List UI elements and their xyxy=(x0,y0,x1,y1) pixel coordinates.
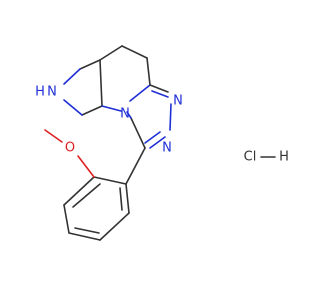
bond xyxy=(126,111,132,119)
bond xyxy=(63,204,70,234)
salt-label-h: H xyxy=(279,150,289,165)
bond xyxy=(77,155,95,178)
bond xyxy=(144,131,161,144)
structure-canvas: N H N N N O Cl H xyxy=(35,45,289,241)
bond xyxy=(129,84,151,102)
bond xyxy=(99,45,123,61)
bond xyxy=(72,183,101,208)
atom-label-n: N xyxy=(47,85,57,100)
atom-label-n: N xyxy=(162,141,172,156)
bond xyxy=(99,59,103,107)
bond xyxy=(149,136,166,149)
bond xyxy=(121,45,148,59)
salt-label-cl: Cl xyxy=(244,150,257,165)
bond xyxy=(130,117,146,149)
bond xyxy=(44,129,63,143)
bond xyxy=(63,176,95,206)
bond xyxy=(63,68,81,85)
bond xyxy=(63,99,83,116)
bond xyxy=(79,59,101,70)
bond xyxy=(68,232,101,241)
bond xyxy=(151,90,169,98)
atom-label-n: N xyxy=(173,94,183,109)
atom-label-n: N xyxy=(120,107,130,122)
bond xyxy=(93,176,127,185)
atom-label-h: H xyxy=(35,85,45,100)
atom-label-o: O xyxy=(65,141,75,156)
bond xyxy=(119,187,123,211)
bond xyxy=(74,227,100,234)
bond xyxy=(125,147,146,185)
bond xyxy=(99,212,130,241)
bond xyxy=(81,105,103,116)
bond xyxy=(101,105,122,112)
bond xyxy=(146,57,151,86)
bond xyxy=(149,84,169,93)
molecule-diagram: N H N N N O Cl H xyxy=(35,45,289,241)
bond xyxy=(169,103,172,131)
bond xyxy=(125,183,130,214)
